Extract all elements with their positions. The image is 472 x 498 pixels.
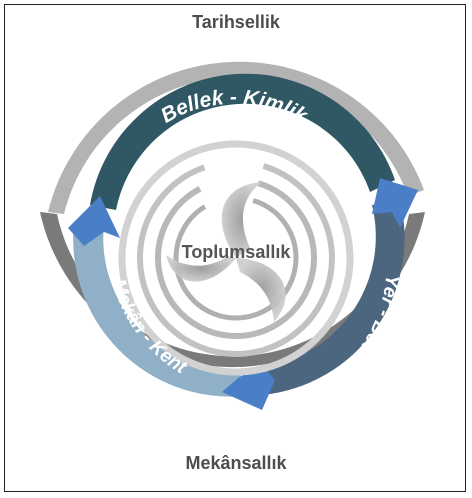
- triskele-swirl: [166, 182, 286, 322]
- inner-ring-4: [173, 195, 299, 321]
- outer-top-label: Tarihsellik: [192, 12, 280, 32]
- inner-ring-3: [155, 177, 317, 339]
- inner-ring-2: [137, 159, 335, 357]
- inner-ring-1: [118, 140, 354, 376]
- outer-bottom-label: Mekânsallık: [185, 453, 287, 473]
- arc-bellek-kimlik: [90, 73, 395, 210]
- arrow-head-bottom: [222, 365, 275, 410]
- center-label: Toplumsallık: [182, 242, 292, 262]
- arrow-head-left: [68, 196, 120, 246]
- arrow-head-right: [372, 178, 418, 228]
